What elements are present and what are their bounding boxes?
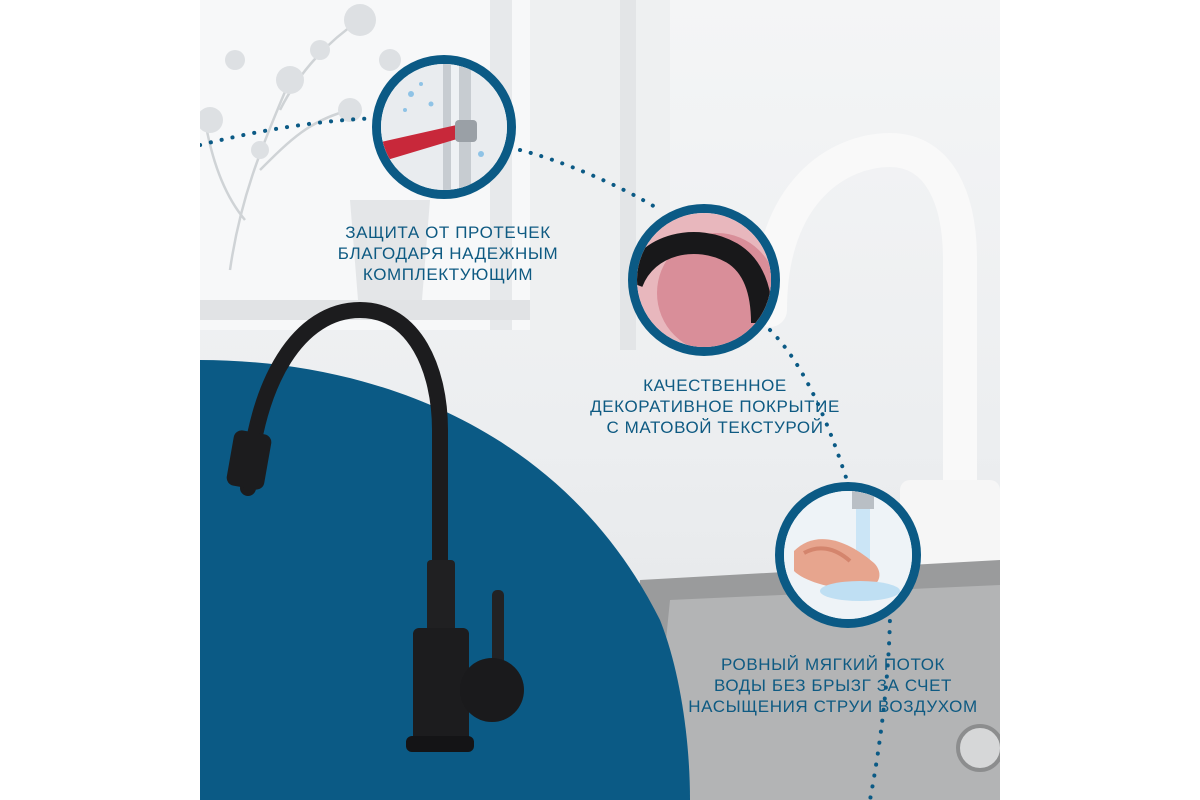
dotted-connectors xyxy=(200,116,892,800)
sink-basin xyxy=(650,585,1000,800)
sink-drain xyxy=(956,724,1000,772)
product-photo xyxy=(200,0,1000,800)
caption-line: С МАТОВОЙ ТЕКСТУРОЙ xyxy=(606,418,824,437)
caption-soft-flow: РОВНЫЙ МЯГКИЙ ПОТОК ВОДЫ БЕЗ БРЫЗГ ЗА СЧ… xyxy=(688,654,978,717)
caption-line: КОМПЛЕКТУЮЩИМ xyxy=(362,265,534,284)
water-flow-icon xyxy=(784,491,912,619)
caption-line: ДЕКОРАТИВНОЕ ПОКРЫТИЕ xyxy=(590,397,840,416)
caption-line: ВОДЫ БЕЗ БРЫЗГ ЗА СЧЕТ xyxy=(713,676,953,695)
caption-line: БЛАГОДАРЯ НАДЕЖНЫМ xyxy=(337,244,559,263)
badge-coating xyxy=(628,204,780,356)
caption-line: НАСЫЩЕНИЯ СТРУИ ВОЗДУХОМ xyxy=(688,697,978,716)
leaf-cluster xyxy=(200,4,401,159)
caption-line: КАЧЕСТВЕННОЕ xyxy=(643,376,787,395)
vase xyxy=(350,200,430,300)
badge-leak-protection xyxy=(372,55,516,199)
white-faucet xyxy=(753,132,977,517)
wrench-icon xyxy=(381,64,507,190)
black-faucet xyxy=(226,301,524,752)
badge-soft-flow xyxy=(775,482,921,628)
caption-line: ЗАЩИТА ОТ ПРОТЕЧЕК xyxy=(345,223,551,242)
hose-icon xyxy=(637,213,771,347)
caption-coating: КАЧЕСТВЕННОЕ ДЕКОРАТИВНОЕ ПОКРЫТИЕ С МАТ… xyxy=(575,375,855,438)
caption-leak-protection: ЗАЩИТА ОТ ПРОТЕЧЕК БЛАГОДАРЯ НАДЕЖНЫМ КО… xyxy=(318,222,578,285)
caption-line: РОВНЫЙ МЯГКИЙ ПОТОК xyxy=(720,655,946,674)
